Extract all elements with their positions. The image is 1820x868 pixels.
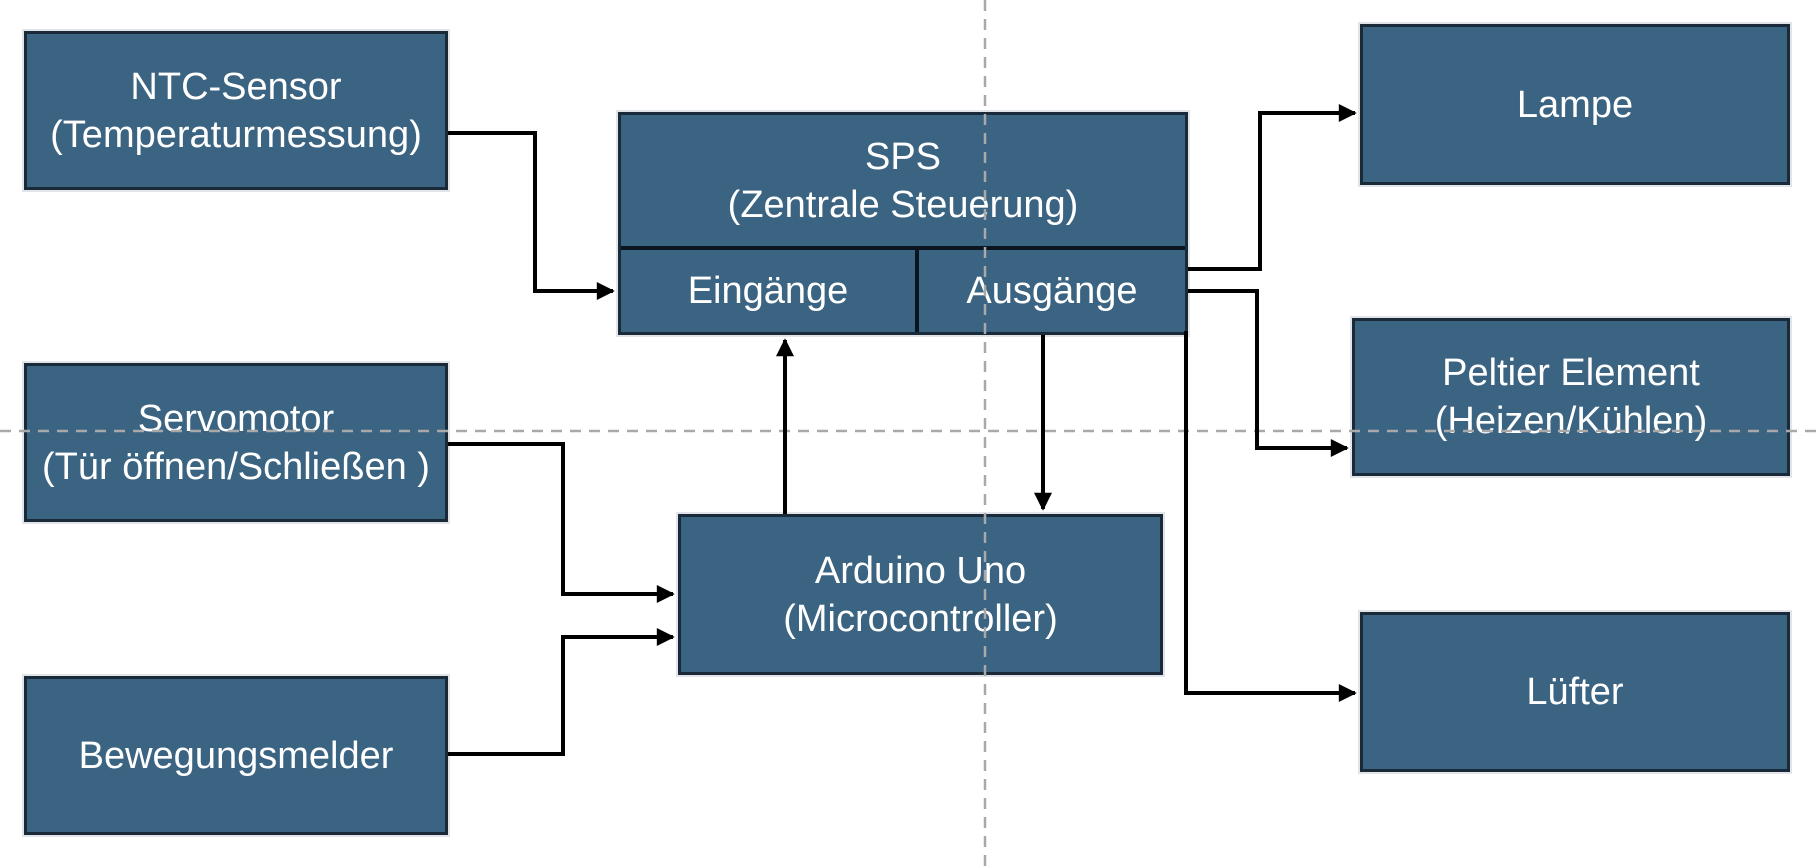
node-lampe: Lampe (1360, 24, 1790, 185)
node-sps-io-row: Eingänge Ausgänge (621, 246, 1185, 332)
node-ntc-sensor: NTC-Sensor (Temperaturmessung) (24, 31, 448, 190)
connector-sps-ausgaenge-to-peltier (1188, 289, 1349, 457)
connector-servomotor-to-arduino (448, 442, 675, 603)
node-bewegungsmelder-line1: Bewegungsmelder (78, 734, 394, 777)
connector-bewegungsmelder-to-arduino (448, 628, 675, 756)
node-bewegungsmelder: Bewegungsmelder (24, 676, 448, 835)
node-sps-ausgaenge-label: Ausgänge (966, 270, 1138, 312)
node-sps-eingaenge-label: Eingänge (687, 270, 849, 312)
node-peltier-element: Peltier Element (Heizen/Kühlen) (1352, 318, 1790, 476)
node-sps-line1: SPS (864, 135, 942, 178)
node-servomotor-line2: (Tür öffnen/Schließen ) (42, 445, 430, 488)
node-arduino-uno-line1: Arduino Uno (814, 549, 1027, 592)
connector-ntc-to-sps-eingaenge (448, 131, 615, 300)
node-lampe-line1: Lampe (1516, 83, 1634, 126)
node-luefter: Lüfter (1360, 612, 1790, 772)
node-peltier-line1: Peltier Element (1442, 352, 1700, 394)
node-ntc-sensor-line1: NTC-Sensor (130, 65, 342, 108)
node-sps-line2: (Zentrale Steuerung) (727, 183, 1079, 226)
connector-sps-ausgaenge-to-luefter (1184, 331, 1357, 702)
node-luefter-line1: Lüfter (1526, 671, 1624, 713)
node-ntc-sensor-line2: (Temperaturmessung) (50, 113, 422, 156)
node-sps-eingaenge: Eingänge (621, 250, 919, 332)
node-sps: SPS (Zentrale Steuerung) Eingänge Ausgän… (618, 112, 1188, 335)
node-sps-ausgaenge: Ausgänge (919, 250, 1185, 332)
node-arduino-uno: Arduino Uno (Microcontroller) (678, 514, 1163, 675)
node-sps-title: SPS (Zentrale Steuerung) (621, 115, 1185, 246)
node-arduino-uno-line2: (Microcontroller) (783, 597, 1058, 640)
node-servomotor-line1: Servomotor (137, 397, 335, 440)
node-servomotor: Servomotor (Tür öffnen/Schließen ) (24, 363, 448, 522)
node-peltier-line2: (Heizen/Kühlen) (1434, 400, 1708, 442)
connector-sps-ausgaenge-to-lampe (1188, 104, 1357, 271)
